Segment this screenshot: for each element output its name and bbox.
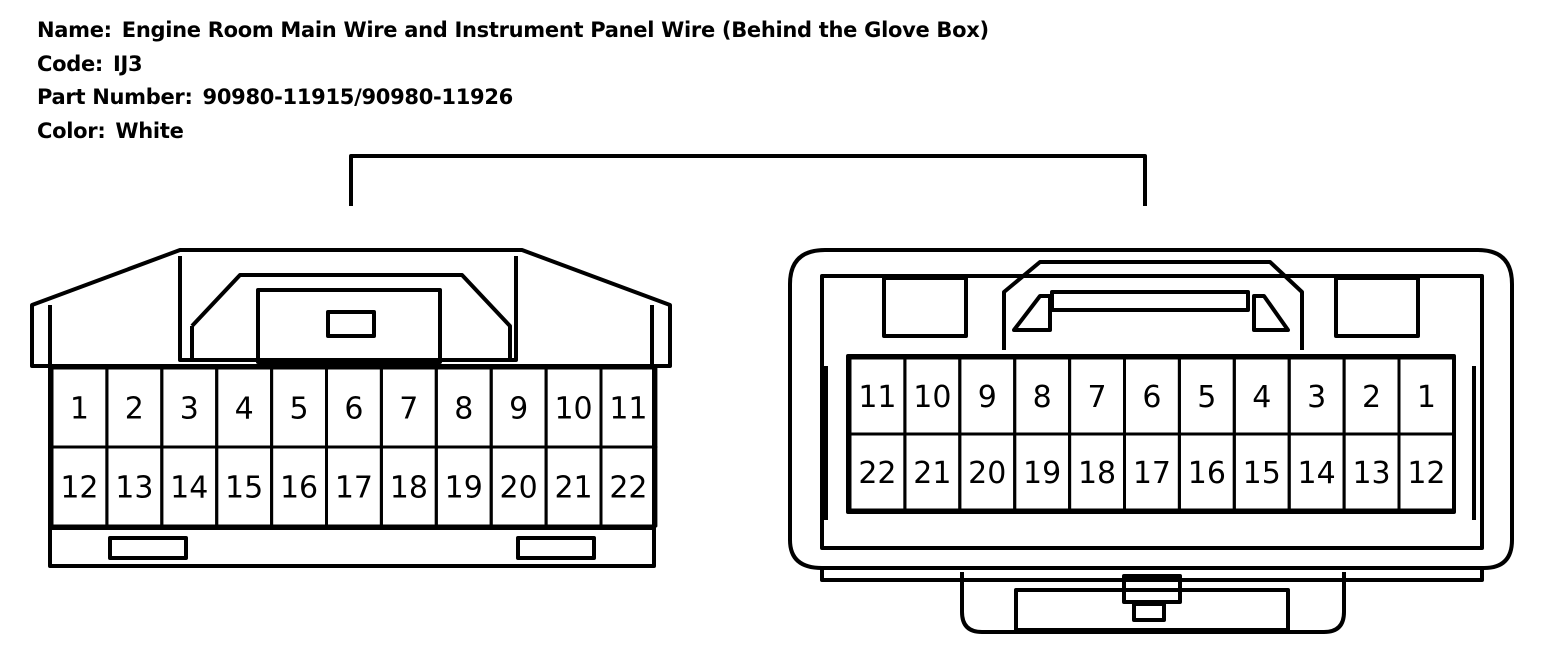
right-terminal-label: 7 [1088,380,1107,415]
left-connector-base [48,526,656,568]
left-terminal-label: 4 [235,392,254,427]
left-terminal-label: 2 [125,392,144,427]
left-terminal-label: 5 [290,392,309,427]
right-terminal-label: 12 [1407,456,1445,491]
left-terminal-cell [599,445,658,528]
connector-info: Name: Engine Room Main Wire and Instrumen… [37,14,989,148]
right-terminal-label: 21 [913,456,951,491]
right-connector-lock [1002,260,1304,350]
right-terminal-label: 4 [1252,380,1271,415]
right-connector-lock-nub [1132,602,1166,622]
right-terminal-label: 8 [1033,380,1052,415]
right-connector-lock-arm-left [1012,294,1052,332]
right-connector-inner-frame [820,274,1484,550]
left-connector-side-ribs [30,305,672,366]
right-terminal-label: 15 [1243,456,1281,491]
right-connector-lock-release [1014,588,1290,632]
right-terminal-label: 16 [1188,456,1226,491]
name-line: Name: Engine Room Main Wire and Instrumen… [37,14,989,48]
left-terminal-label: 17 [335,471,373,506]
left-terminal-label: 6 [344,392,363,427]
right-terminal-label: 17 [1133,456,1171,491]
left-terminal-label: 16 [280,471,318,506]
right-terminal-label: 13 [1352,456,1390,491]
left-terminal-label: 8 [454,392,473,427]
left-terminal-label: 9 [509,392,528,427]
left-terminal-label: 1 [70,392,89,427]
left-connector-lock [190,273,512,360]
right-connector-window-right [1334,276,1420,338]
part-number-line: Part Number: 90980-11915/90980-11926 [37,81,989,115]
name-value: Engine Room Main Wire and Instrument Pan… [121,18,989,42]
left-terminal-label: 14 [170,471,208,506]
right-terminal-label: 11 [858,380,896,415]
left-connector-housing [30,248,672,368]
left-terminal-label: 11 [609,392,647,427]
color-value: White [115,118,184,143]
right-connector-base [820,566,1484,582]
right-connector-side-rails [824,366,1476,520]
right-terminal-label: 5 [1197,380,1216,415]
left-terminal-label: 15 [225,471,263,506]
right-terminal-label: 3 [1307,380,1326,415]
left-terminal-label: 13 [115,471,153,506]
part-number-value: 90980-11915/90980-11926 [202,85,514,109]
code-line: Code: IJ3 [37,48,989,82]
right-terminal-label: 9 [978,380,997,415]
right-terminal-label: 2 [1362,380,1381,415]
right-terminal-label: 20 [968,456,1006,491]
left-connector-foot-left [108,536,188,560]
right-connector-lock-arm-right [1252,294,1290,332]
mating-bracket [349,154,1147,206]
left-connector-lock-tab [326,310,376,338]
right-terminal-label: 18 [1078,456,1116,491]
left-connector-foot-right [516,536,596,560]
left-connector-latch [178,256,518,362]
left-terminal-label: 22 [609,471,647,506]
left-connector-lock-slot [256,288,442,364]
left-terminal-label: 18 [390,471,428,506]
right-terminal-label: 19 [1023,456,1061,491]
right-terminal-label: 1 [1417,380,1436,415]
right-terminal-label: 14 [1298,456,1336,491]
part-number-label: Part Number: [37,85,193,109]
color-line: Color: White [37,115,989,149]
left-terminal-label: 3 [180,392,199,427]
right-terminal-cell [1397,432,1456,512]
right-connector-window-left [882,276,968,338]
right-terminal-label: 10 [913,380,951,415]
right-connector-lock-bar [1050,290,1250,312]
color-label: Color: [37,118,106,143]
name-label: Name: [37,18,112,42]
left-terminal-label: 10 [554,392,592,427]
left-terminal-label: 20 [500,471,538,506]
code-label: Code: [37,51,104,76]
left-terminal-label: 19 [445,471,483,506]
left-terminal-label: 21 [554,471,592,506]
left-terminal-label: 7 [399,392,418,427]
right-terminal-label: 6 [1142,380,1161,415]
code-value: IJ3 [113,51,143,76]
right-terminal-label: 22 [858,456,896,491]
left-terminal-label: 12 [60,471,98,506]
